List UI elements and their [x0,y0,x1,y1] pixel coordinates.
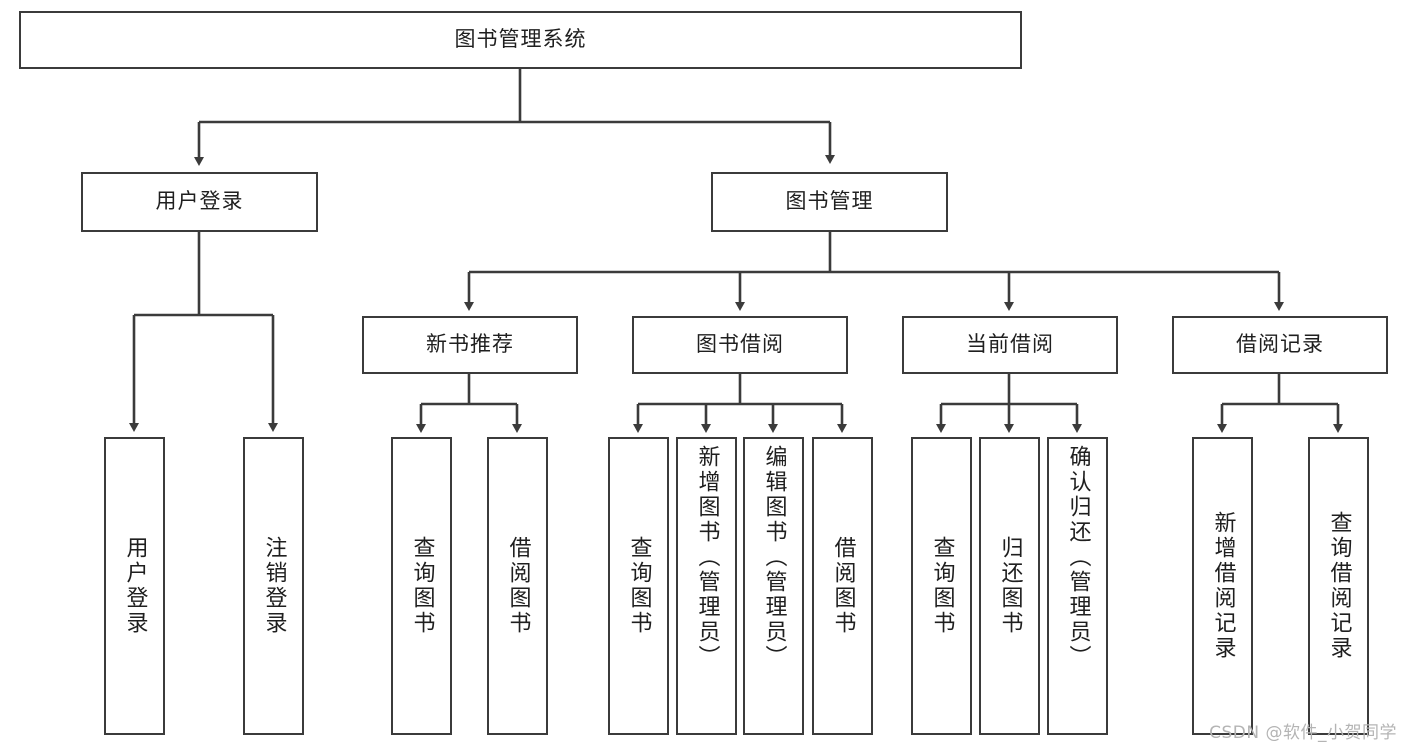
node-leaf-confirm-return-admin[interactable]: 确认归还（管理员） [1047,437,1108,735]
node-borrow-record[interactable]: 借阅记录 [1172,316,1388,374]
node-label: 新增图书（管理员） [694,445,720,670]
node-label: 借阅图书 [830,536,856,636]
node-label: 查询图书 [929,536,955,636]
node-book-borrow[interactable]: 图书借阅 [632,316,848,374]
node-label: 编辑图书（管理员） [761,445,787,670]
node-label: 图书管理 [785,189,874,214]
node-user-login[interactable]: 用户登录 [81,172,318,232]
node-label: 查询图书 [409,536,435,636]
node-label: 图书管理系统 [454,27,587,52]
node-leaf-logout[interactable]: 注销登录 [243,437,304,735]
node-leaf-edit-book-admin[interactable]: 编辑图书（管理员） [743,437,804,735]
node-label: 用户登录 [155,189,244,214]
node-label: 图书借阅 [696,332,784,357]
node-leaf-query-book-current[interactable]: 查询图书 [911,437,972,735]
node-leaf-query-book-recommend[interactable]: 查询图书 [391,437,452,735]
node-leaf-borrow-book[interactable]: 借阅图书 [812,437,873,735]
node-current-borrow[interactable]: 当前借阅 [902,316,1118,374]
node-label: 查询图书 [626,536,652,636]
node-leaf-user-login[interactable]: 用户登录 [104,437,165,735]
csdn-watermark: CSDN @软件_小贺同学 [1209,723,1397,743]
node-label: 确认归还（管理员） [1065,445,1091,670]
node-label: 新增借阅记录 [1210,511,1236,661]
node-root-system[interactable]: 图书管理系统 [19,11,1022,69]
node-leaf-add-borrow-record[interactable]: 新增借阅记录 [1192,437,1253,735]
node-label: 借阅记录 [1236,332,1324,357]
node-label: 当前借阅 [966,332,1054,357]
node-label: 查询借阅记录 [1326,511,1352,661]
node-leaf-query-borrow-record[interactable]: 查询借阅记录 [1308,437,1369,735]
node-label: 归还图书 [997,536,1023,636]
node-leaf-borrow-book-recommend[interactable]: 借阅图书 [487,437,548,735]
node-label: 新书推荐 [426,332,514,357]
node-new-book-recommend[interactable]: 新书推荐 [362,316,578,374]
node-label: 注销登录 [261,536,287,636]
node-leaf-add-book-admin[interactable]: 新增图书（管理员） [676,437,737,735]
node-leaf-query-book-borrow[interactable]: 查询图书 [608,437,669,735]
node-label: 借阅图书 [505,536,531,636]
node-book-management[interactable]: 图书管理 [711,172,948,232]
node-leaf-return-book[interactable]: 归还图书 [979,437,1040,735]
node-label: 用户登录 [122,536,148,636]
